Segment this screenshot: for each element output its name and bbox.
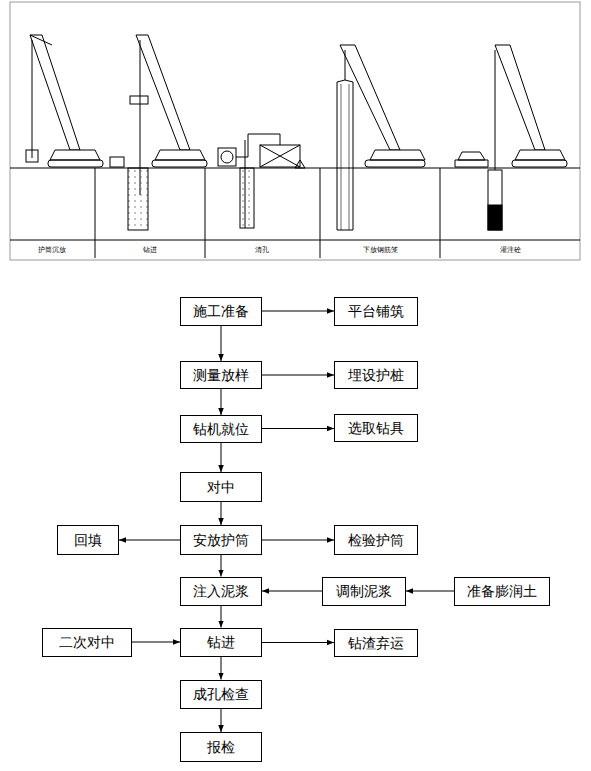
flow-arrow [221, 555, 222, 577]
box-text: 钻机就位 [193, 421, 249, 438]
flow-arrow [262, 540, 334, 541]
box-text: 检验护筒 [348, 532, 404, 549]
process-box: 测量放样 [180, 361, 262, 389]
box-text: 回填 [74, 532, 102, 549]
process-box: 钻渣弃运 [334, 629, 418, 657]
panel-label: 下放钢筋笼 [363, 245, 398, 255]
flow-arrow [262, 642, 334, 643]
process-box: 施工准备 [180, 297, 262, 326]
box-text: 钻进 [207, 634, 235, 651]
flow-arrow [221, 326, 222, 362]
process-box: 钻机就位 [180, 415, 262, 443]
box-text: 钻渣弃运 [348, 635, 404, 652]
process-box: 选取钻具 [334, 414, 418, 442]
process-box: 准备膨润土 [454, 577, 550, 606]
panel-label: 清孔 [255, 245, 269, 255]
process-box: 平台铺筑 [334, 297, 418, 326]
flow-arrow [119, 540, 180, 541]
flow-arrow [262, 591, 322, 592]
box-text: 埋设护桩 [348, 367, 404, 384]
box-text: 调制泥浆 [336, 583, 392, 600]
flow-arrow [262, 428, 334, 429]
process-box: 回填 [57, 525, 119, 555]
flow-arrow [221, 443, 222, 472]
process-box: 注入泥浆 [180, 577, 262, 606]
process-box: 对中 [180, 472, 262, 502]
box-text: 注入泥浆 [193, 583, 249, 600]
process-box: 埋设护桩 [334, 361, 418, 389]
process-box: 报检 [180, 732, 262, 762]
process-box: 调制泥浆 [322, 577, 406, 606]
process-box: 检验护筒 [334, 525, 418, 555]
panel-label: 钻进 [143, 245, 157, 255]
box-text: 安放护筒 [193, 532, 249, 549]
process-box: 安放护筒 [180, 525, 262, 555]
box-text: 测量放样 [193, 367, 249, 384]
flow-arrow [221, 389, 222, 415]
flow-arrow [221, 606, 222, 628]
flow-arrow [221, 502, 222, 525]
flow-arrow [132, 642, 180, 643]
box-text: 准备膨润土 [467, 583, 537, 600]
flow-arrow [262, 375, 334, 376]
process-box: 二次对中 [42, 628, 132, 657]
flow-arrow [221, 709, 222, 733]
box-text: 施工准备 [193, 303, 249, 320]
box-text: 成孔检查 [193, 686, 249, 703]
flow-arrow [221, 657, 222, 680]
box-text: 二次对中 [59, 634, 115, 651]
process-box: 成孔检查 [180, 680, 262, 709]
panel-label: 护筒沉放 [38, 245, 66, 255]
box-text: 平台铺筑 [348, 303, 404, 320]
box-text: 对中 [207, 479, 235, 496]
box-text: 选取钻具 [348, 420, 404, 437]
process-box: 钻进 [180, 628, 262, 657]
flow-arrow [406, 591, 454, 592]
panel-label: 灌注砼 [500, 245, 521, 255]
box-text: 报检 [207, 739, 235, 756]
flow-arrow [262, 311, 334, 312]
